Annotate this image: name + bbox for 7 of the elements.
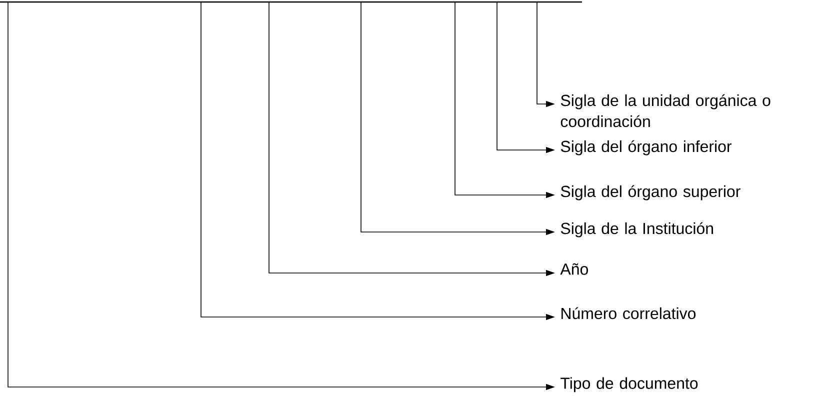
label-text: Sigla de la unidad orgánica o coordinación [560, 94, 770, 128]
label-text: Sigla del órgano superior [560, 185, 740, 200]
label-text: Sigla de la Institución [560, 222, 713, 238]
label-text: Número correlativo [562, 307, 696, 320]
label-text: Sigla del órgano inferior [560, 140, 732, 156]
label-text: Año [560, 263, 588, 275]
label-text: Tipo de documento [560, 377, 698, 392]
